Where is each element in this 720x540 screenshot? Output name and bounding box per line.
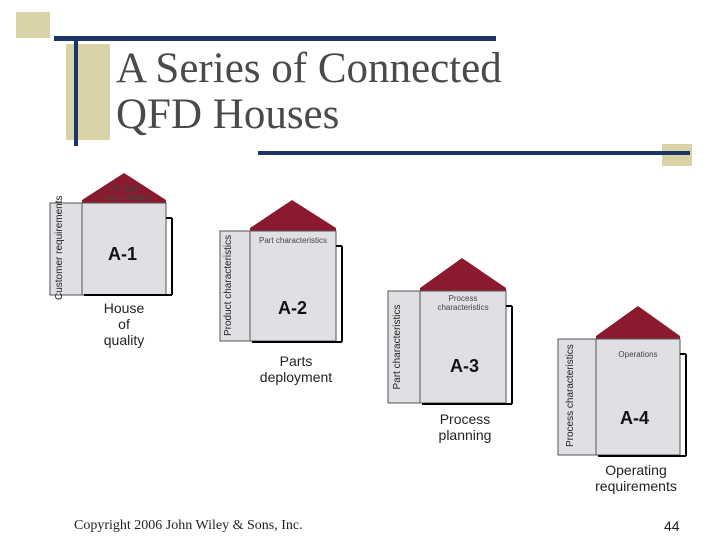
house-a4-side	[557, 338, 597, 456]
house-a2-side-label: Product characteristics	[223, 234, 234, 336]
house-a1	[49, 173, 173, 296]
decor-bar-dark-bottom	[258, 151, 690, 155]
house-a1-roof	[82, 173, 166, 200]
house-a2-roof	[250, 200, 336, 228]
house-a3-side-label: Part characteristics	[392, 304, 403, 390]
decor-bar-tan-left	[66, 44, 110, 140]
title-line-1: A Series of Connected	[116, 45, 502, 92]
house-a2-body	[249, 230, 337, 342]
house-a2-id: A-2	[278, 298, 308, 318]
house-a2-caption: Parts deployment	[244, 353, 348, 385]
house-a3-roof	[420, 258, 506, 288]
house-a4-caption: Operating requirements	[576, 462, 696, 494]
title-line-2: QFD Houses	[116, 91, 340, 138]
house-a1-id: A-1	[108, 244, 138, 264]
house-a4-id: A-4	[620, 408, 650, 428]
house-a3-roof-label: Process characteristics	[437, 294, 489, 312]
house-a4	[557, 306, 687, 457]
house-a4-roof	[596, 306, 680, 336]
house-a1-caption: House of quality	[84, 300, 164, 348]
decor-bar-tan-top	[16, 12, 50, 38]
house-a4-caption-text: Operating requirements	[595, 462, 677, 494]
house-a4-roof-label: Operations	[618, 350, 658, 359]
copyright-text: Copyright 2006 John Wiley & Sons, Inc.	[74, 518, 303, 533]
house-a1-caption-text: House of quality	[103, 300, 145, 348]
house-a3-side	[387, 290, 421, 404]
house-a1-roof-band	[82, 200, 166, 203]
decor-bar-tan-right	[662, 144, 692, 166]
house-a2-roof-label: Part characteristics	[258, 236, 328, 245]
house-a1-side	[49, 202, 83, 296]
house-a2-caption-text: Parts deployment	[259, 353, 333, 385]
page-title: A Series of Connected QFD Houses	[116, 46, 586, 138]
house-a1-side-label: Customer requirements	[54, 195, 65, 300]
page-number: 44	[664, 518, 680, 534]
house-a4-side-label: Process characteristics	[565, 344, 576, 447]
house-a3	[387, 258, 513, 405]
decor-bar-dark-top	[54, 36, 496, 41]
house-a4-body	[595, 338, 681, 456]
house-a2	[219, 200, 343, 343]
house-a3-caption: Process planning	[420, 411, 510, 443]
house-a3-caption-text: Process planning	[438, 411, 492, 443]
decor-bar-dark-vertical	[74, 36, 78, 146]
house-a3-id: A-3	[450, 356, 480, 376]
house-a1-roof-label: Product characteristics	[98, 184, 150, 202]
